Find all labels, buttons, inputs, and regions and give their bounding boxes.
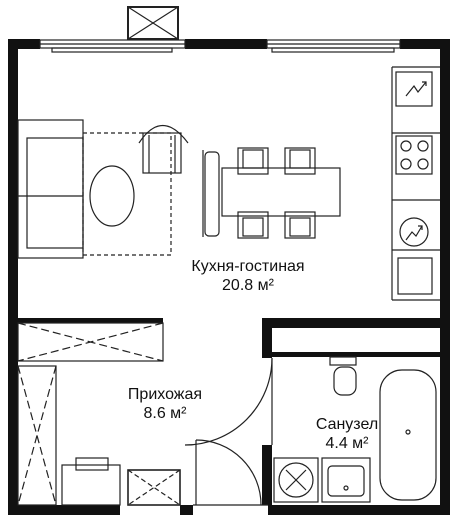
ventilation-box-top [127,6,179,40]
room-name: Прихожая [127,386,203,403]
room-name: Кухня-гостиная [191,258,305,275]
kitchen-counter [391,66,440,301]
hallway-wardrobe-left [17,365,57,506]
room-area: 20.8 м² [222,277,274,294]
bathroom-door [184,357,273,446]
entrance-door [193,439,268,506]
rug [82,132,172,256]
ventilation-box-bottom [127,469,181,506]
room-area: 4.4 м² [325,435,369,452]
window-left [39,39,186,53]
sofa [17,119,84,259]
oven-icon [399,217,429,247]
room-label-kitchen-living: Кухня-гостиная 20.8 м² [175,257,321,295]
room-name: Санузел [315,416,379,433]
shoe-bench [61,457,121,506]
sink-cabinet [397,257,433,295]
stove-icon [395,135,433,175]
window-right [266,39,401,53]
room-label-hallway: Прихожая 8.6 м² [110,385,220,423]
coffee-table [89,165,135,227]
hallway-wardrobe-top [17,322,164,362]
dining-table [202,150,341,237]
hallway-wall [18,318,163,323]
toilet [329,356,357,396]
fridge-icon [395,71,433,107]
bathroom-walls [262,318,440,505]
room-label-bathroom: Санузел 4.4 м² [300,415,394,453]
bathtub [379,369,437,501]
armchair [138,125,189,174]
outer-walls [8,39,450,515]
washing-machine [273,457,319,503]
washbasin [321,457,371,503]
dining-chairs [237,147,316,239]
room-area: 8.6 м² [143,405,187,422]
